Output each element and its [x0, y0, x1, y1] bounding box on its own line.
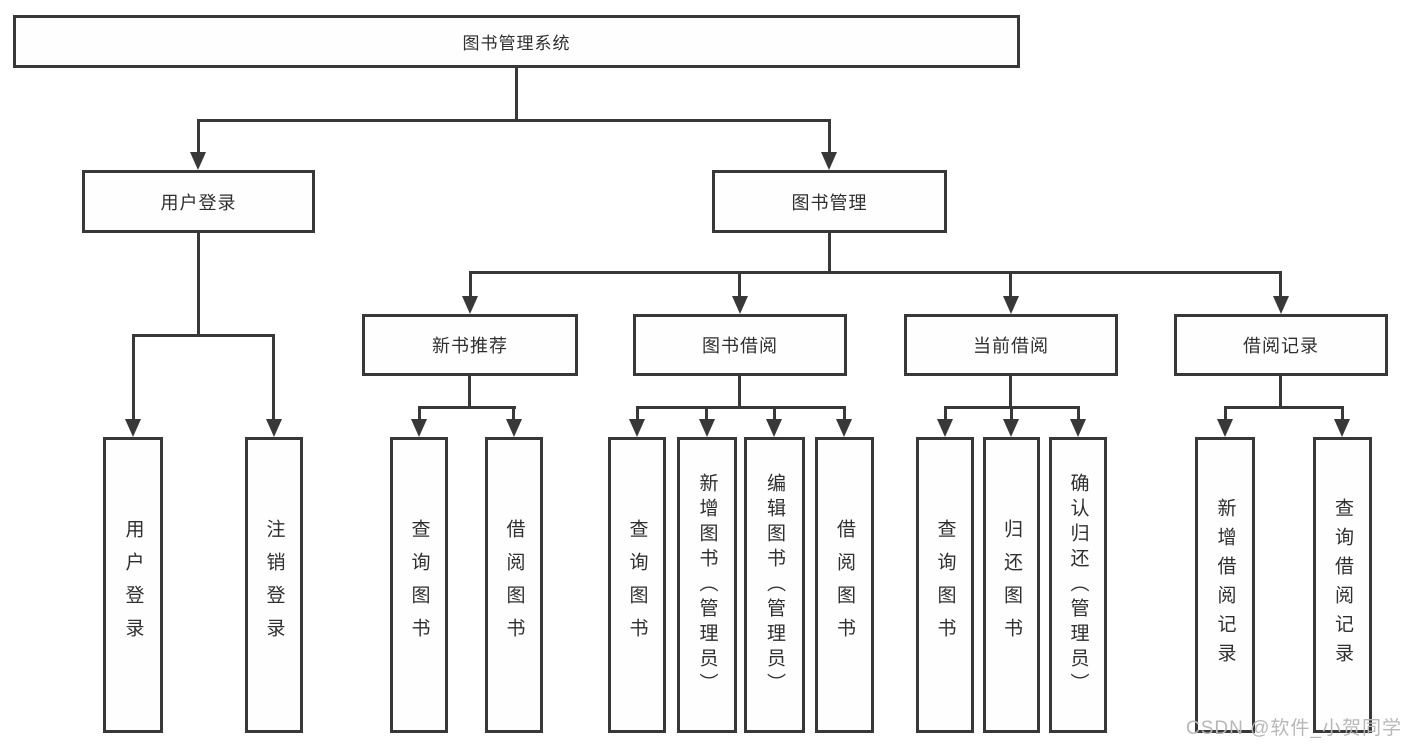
- connector-line: [1009, 271, 1012, 297]
- node-user-login: 用户登录: [82, 170, 315, 233]
- node-label: 图书管理系统: [462, 34, 571, 53]
- node-label: 当前借阅: [973, 336, 1049, 356]
- arrowhead-down-icon: [1003, 419, 1019, 437]
- connector-line: [512, 406, 515, 420]
- connector-line: [705, 406, 708, 420]
- connector-line: [469, 271, 1282, 274]
- leaf-query-books-recommendation: 查询图书: [390, 437, 448, 733]
- node-label: 查询图书: [408, 519, 430, 651]
- connector-line: [843, 406, 846, 420]
- node-label: 注销登录: [263, 519, 285, 651]
- leaf-return-book: 归还图书: [983, 437, 1040, 733]
- node-label: 查询图书: [934, 519, 956, 651]
- node-label: 新书推荐: [432, 336, 508, 356]
- connector-line: [418, 406, 516, 409]
- arrowhead-down-icon: [1070, 419, 1086, 437]
- connector-line: [944, 406, 947, 420]
- node-book-borrowing: 图书借阅: [633, 314, 847, 376]
- connector-line: [738, 271, 741, 297]
- arrowhead-down-icon: [506, 419, 522, 437]
- arrowhead-down-icon: [1273, 296, 1289, 314]
- connector-line: [1224, 406, 1227, 420]
- node-new-book-recommendation: 新书推荐: [362, 314, 578, 376]
- node-root-library-management-system: 图书管理系统: [13, 15, 1020, 68]
- leaf-borrow-books-recommendation: 借阅图书: [485, 437, 543, 733]
- connector-line: [418, 406, 421, 420]
- arrowhead-down-icon: [766, 419, 782, 437]
- connector-line: [738, 376, 741, 409]
- leaf-add-book-admin: 新增图书（管理员）: [677, 437, 737, 733]
- connector-line: [636, 406, 639, 420]
- node-label: 借阅图书: [834, 519, 855, 651]
- arrowhead-down-icon: [190, 152, 206, 170]
- node-label: 借阅图书: [503, 519, 525, 651]
- arrowhead-down-icon: [462, 296, 478, 314]
- node-label: 图书借阅: [702, 336, 778, 356]
- connector-line: [636, 406, 846, 409]
- arrowhead-down-icon: [1217, 419, 1233, 437]
- leaf-borrow-books-borrowing: 借阅图书: [815, 437, 874, 733]
- arrowhead-down-icon: [125, 419, 141, 437]
- connector-line: [773, 406, 776, 420]
- connector-line: [197, 233, 200, 336]
- node-label: 查询图书: [626, 519, 648, 651]
- connector-line: [1077, 406, 1080, 420]
- leaf-query-books-current: 查询图书: [916, 437, 974, 733]
- csdn-watermark: CSDN @软件_小贺同学: [1186, 718, 1402, 739]
- connector-line: [828, 233, 831, 274]
- leaf-add-borrow-record: 新增借阅记录: [1195, 437, 1255, 733]
- leaf-edit-book-admin: 编辑图书（管理员）: [744, 437, 805, 733]
- node-label: 图书管理: [791, 192, 868, 213]
- node-label: 编辑图书（管理员）: [764, 472, 785, 698]
- connector-line: [828, 119, 831, 152]
- node-label: 新增图书（管理员）: [696, 472, 718, 698]
- connector-line: [132, 334, 135, 419]
- node-label: 用户登录: [160, 192, 237, 213]
- arrowhead-down-icon: [732, 296, 748, 314]
- connector-line: [1279, 271, 1282, 297]
- connector-line: [197, 119, 831, 122]
- arrowhead-down-icon: [821, 152, 837, 170]
- node-label: 确认归还（管理员）: [1067, 472, 1089, 698]
- connector-line: [1224, 406, 1344, 409]
- connector-line: [132, 334, 274, 337]
- node-current-borrowing: 当前借阅: [904, 314, 1118, 376]
- arrowhead-down-icon: [266, 419, 282, 437]
- node-borrowing-records: 借阅记录: [1174, 314, 1388, 376]
- leaf-confirm-return-admin: 确认归还（管理员）: [1049, 437, 1107, 733]
- connector-line: [197, 119, 200, 152]
- arrowhead-down-icon: [937, 419, 953, 437]
- arrowhead-down-icon: [629, 419, 645, 437]
- arrowhead-down-icon: [836, 419, 852, 437]
- arrowhead-down-icon: [1003, 296, 1019, 314]
- arrowhead-down-icon: [699, 419, 715, 437]
- connector-line: [1279, 376, 1282, 409]
- connector-line: [469, 271, 472, 297]
- connector-line: [515, 68, 518, 121]
- arrowhead-down-icon: [1334, 419, 1350, 437]
- arrowhead-down-icon: [411, 419, 427, 437]
- leaf-user-login: 用户登录: [103, 437, 163, 733]
- connector-line: [468, 376, 471, 409]
- node-book-management: 图书管理: [712, 170, 947, 233]
- node-label: 借阅记录: [1243, 336, 1319, 356]
- node-label: 用户登录: [122, 519, 144, 651]
- connector-line: [1009, 376, 1012, 409]
- connector-line: [272, 334, 275, 419]
- connector-line: [1341, 406, 1344, 420]
- node-label: 新增借阅记录: [1214, 498, 1236, 672]
- node-label: 查询借阅记录: [1332, 498, 1353, 672]
- leaf-query-borrow-record: 查询借阅记录: [1313, 437, 1372, 733]
- connector-line: [1010, 406, 1013, 420]
- node-label: 归还图书: [1001, 519, 1022, 651]
- leaf-query-books-borrowing: 查询图书: [608, 437, 666, 733]
- leaf-logout: 注销登录: [245, 437, 303, 733]
